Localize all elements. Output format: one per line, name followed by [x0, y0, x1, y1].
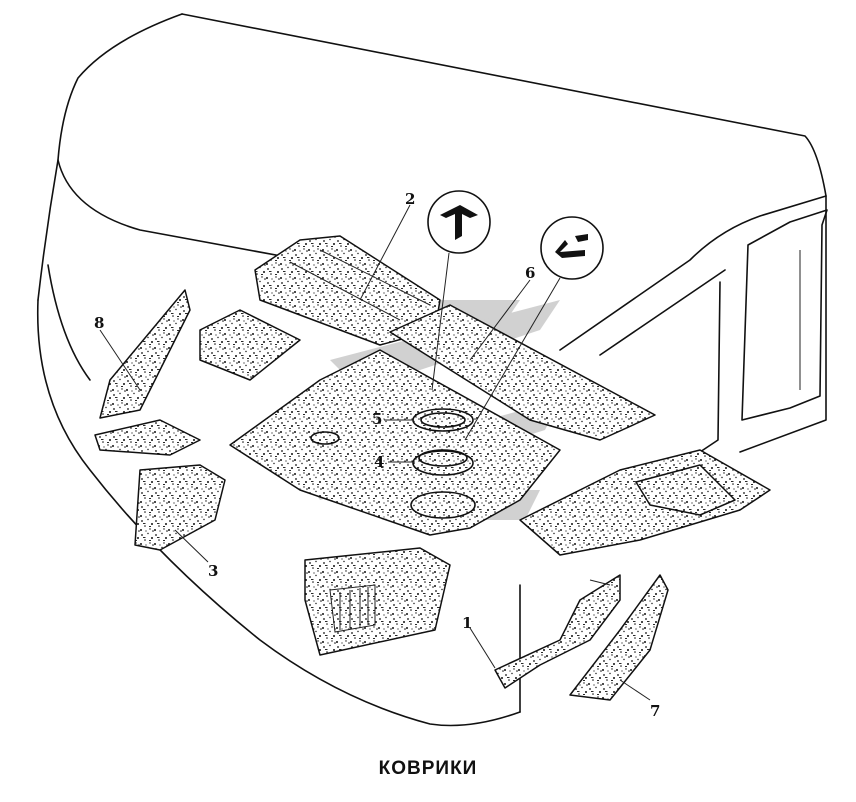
callout-6: 6: [525, 264, 535, 282]
callout-7: 7: [650, 702, 660, 720]
callout-3: 3: [208, 562, 218, 580]
floor-mat-right: [519, 449, 771, 556]
cab-outline: [36, 13, 828, 727]
floor-mat-3-left-step: [134, 464, 226, 551]
floor-mat-6-center: [199, 304, 656, 536]
detail-callout-arrow-profile: [427, 190, 491, 391]
floor-mat-7-right-panel: [569, 574, 669, 701]
floor-mat-tunnel: [304, 547, 451, 656]
floor-mat-1-right-step: [494, 574, 621, 689]
callout-5: 5: [372, 410, 382, 428]
figure-caption: КОВРИКИ: [378, 758, 478, 779]
floor-mat-8-left-panel: [94, 289, 201, 456]
callout-4: 4: [374, 453, 384, 471]
callout-1: 1: [462, 614, 472, 632]
leader-lines: [99, 204, 651, 701]
callout-8: 8: [94, 314, 104, 332]
detail-callout-channel-profile: [464, 216, 604, 441]
callout-2: 2: [405, 190, 415, 208]
